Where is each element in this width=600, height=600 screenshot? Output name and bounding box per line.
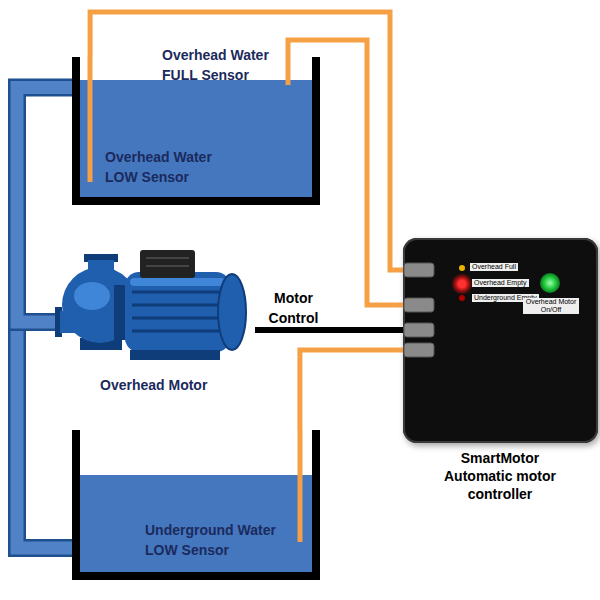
sensor-label: Overhead Water FULL Sensor (162, 45, 287, 85)
terminal-box (140, 250, 195, 278)
motor-feet (130, 350, 220, 360)
control-cable (255, 330, 403, 331)
water-pipe (17, 322, 72, 548)
pipe-outline (17, 88, 72, 323)
underground-tank: Underground Water LOW Sensor (72, 430, 320, 580)
wire-line (300, 350, 403, 430)
inlet-flange (55, 307, 62, 337)
outlet-pipe (88, 260, 114, 282)
motor-fin (132, 291, 224, 294)
volute-highlight (74, 282, 110, 310)
outlet-flange (84, 254, 118, 262)
motor-fin (132, 304, 224, 307)
overhead-tank: Overhead Water FULL SensorOverhead Water… (72, 57, 320, 205)
panel-label: Overhead Motor On/Off (523, 298, 579, 314)
connector-label: Motor Control (261, 288, 326, 328)
sensor-wire (300, 350, 403, 430)
motor-body (125, 272, 230, 352)
water-pipe (17, 88, 72, 323)
motor-fin (132, 317, 224, 320)
device-caption: SmartMotor Automatic motor controller (435, 449, 565, 503)
pump-coupling (114, 285, 134, 340)
panel-label: Overhead Empty (472, 279, 529, 287)
terminal-ridge (146, 265, 189, 267)
terminal-ridge (146, 257, 189, 259)
inlet-pipe (60, 311, 86, 333)
sensor-label: Overhead Water LOW Sensor (105, 147, 230, 187)
motor-end-cap (218, 274, 246, 350)
pump-motor: Overhead Motor (55, 250, 255, 395)
pipe-outline (17, 322, 72, 548)
panel-label: Overhead Full (470, 263, 518, 271)
sensor-label: Overhead Motor (100, 375, 250, 395)
pump-foot (80, 338, 122, 350)
sensor-label: Underground Water LOW Sensor (145, 520, 295, 560)
pipe-body (17, 322, 72, 548)
motor-fin (132, 330, 224, 333)
motor-highlight (130, 278, 225, 286)
pump-volute (62, 267, 138, 343)
pipe-body (17, 88, 72, 323)
motor-controller: Overhead FullOverhead EmptyUnderground E… (403, 238, 598, 443)
cable-line (255, 327, 403, 333)
